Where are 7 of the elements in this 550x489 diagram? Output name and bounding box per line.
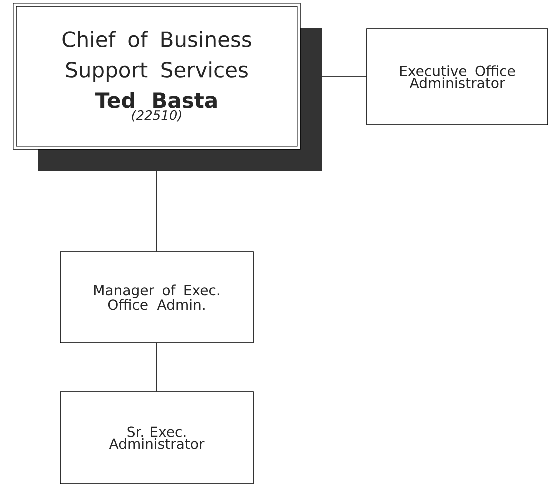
- position-box: Sr. Exec. Administrator: [60, 392, 254, 484]
- connector-line: [322, 76, 367, 77]
- position-box: Manager of Exec. Office Admin.: [60, 252, 254, 344]
- position-box: Executive Office Administrator: [366, 28, 548, 126]
- connector-line: [156, 343, 158, 392]
- title-box: Chief of Business Support Services Ted Basta (22510): [13, 3, 301, 150]
- connector-line: [156, 170, 158, 252]
